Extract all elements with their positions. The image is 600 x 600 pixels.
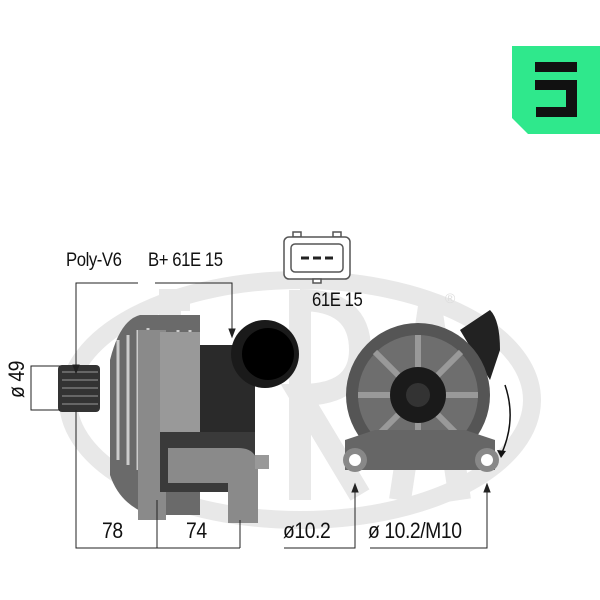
alternator-front-view [343, 310, 511, 472]
terminal-label: B+ 61E 15 [148, 250, 223, 271]
alternator-side-view [58, 315, 299, 523]
length-front-label: 78 [102, 518, 123, 543]
brand-logo-icon [512, 46, 600, 134]
connector-label: 61E 15 [312, 290, 363, 311]
pulley-type-label: Poly-V6 [66, 250, 122, 271]
hole-2-label: ø 10.2/M10 [368, 518, 462, 543]
hole-1-label: ø10.2 [283, 518, 331, 543]
pulley-diameter-label: ø 49 [4, 361, 29, 398]
dimension-lines [30, 282, 491, 549]
registered-mark: ® [445, 290, 456, 306]
rotation-arrow-icon [497, 450, 506, 458]
length-rear-label: 74 [186, 518, 207, 543]
connector-icon [283, 231, 351, 284]
